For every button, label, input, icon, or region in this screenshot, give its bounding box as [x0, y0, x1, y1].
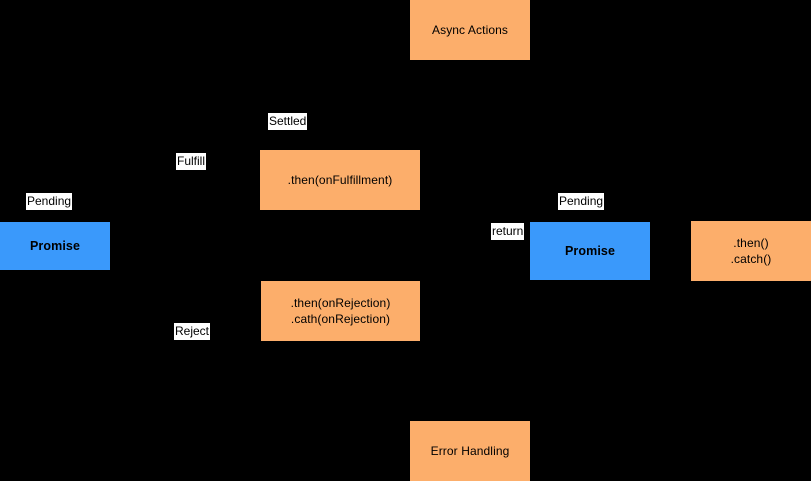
node-then-on-fulfillment[interactable]: .then(onFulfillment): [260, 150, 420, 210]
node-promise-left-label: Promise: [29, 239, 81, 253]
node-promise-right[interactable]: Promise: [530, 222, 650, 280]
node-then-label: .then(): [733, 236, 769, 250]
edge-label-reject: Reject: [174, 323, 211, 340]
node-catch-label: .catch(): [730, 252, 772, 266]
node-cath-on-rejection-label: .cath(onRejection): [290, 312, 391, 326]
node-then-on-fulfillment-label: .then(onFulfillment): [287, 173, 393, 187]
node-promise-left[interactable]: Promise: [0, 222, 110, 270]
node-then-on-rejection-label: .then(onRejection): [290, 296, 391, 310]
node-promise-right-label: Promise: [564, 244, 616, 258]
edge-label-fulfill: Fulfill: [176, 153, 207, 170]
node-async-actions-label: Async Actions: [431, 23, 508, 37]
edge-label-return: return: [491, 223, 525, 240]
edge-label-pending-right: Pending: [558, 193, 605, 210]
node-error-handling[interactable]: Error Handling: [410, 421, 530, 481]
edge-label-settled: Settled: [268, 113, 308, 130]
node-then-catch[interactable]: .then() .catch(): [691, 221, 811, 281]
node-then-catch-on-rejection[interactable]: .then(onRejection) .cath(onRejection): [261, 281, 420, 341]
node-async-actions[interactable]: Async Actions: [410, 0, 530, 60]
edge-label-pending-left: Pending: [26, 193, 73, 210]
node-error-handling-label: Error Handling: [430, 444, 510, 458]
